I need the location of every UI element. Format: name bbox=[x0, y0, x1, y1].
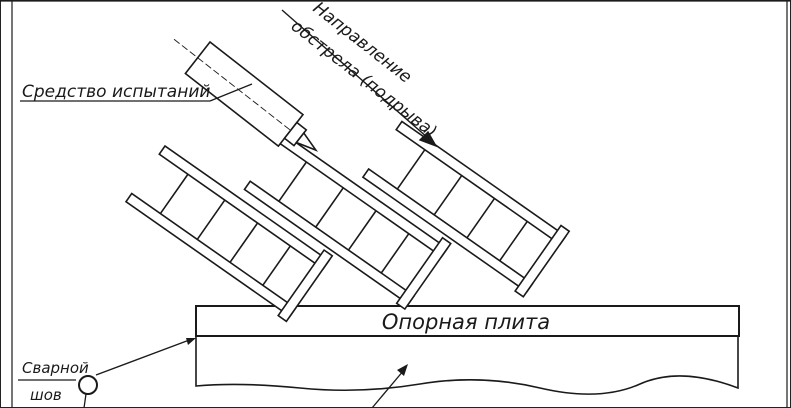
armor-panel-group bbox=[124, 120, 571, 323]
device-axis-line bbox=[173, 38, 198, 59]
armor-panel-1 bbox=[124, 144, 334, 323]
armor-panel-3 bbox=[361, 120, 571, 298]
leader-lines bbox=[18, 83, 405, 408]
plate-break-line bbox=[195, 336, 739, 395]
weld-label-line2: шов bbox=[30, 386, 62, 404]
leader-arrowheads bbox=[186, 338, 408, 376]
test-device bbox=[173, 38, 319, 152]
weld-leader-down bbox=[83, 393, 87, 408]
direction-arrow bbox=[281, 9, 438, 148]
armor-panel-2 bbox=[243, 132, 452, 311]
weld-seam-circle-icon bbox=[78, 375, 98, 395]
weld-label-line1: Сварной bbox=[22, 359, 89, 377]
plate-label: Опорная плита bbox=[382, 310, 550, 334]
test-tool-label: Средство испытаний bbox=[22, 82, 210, 102]
